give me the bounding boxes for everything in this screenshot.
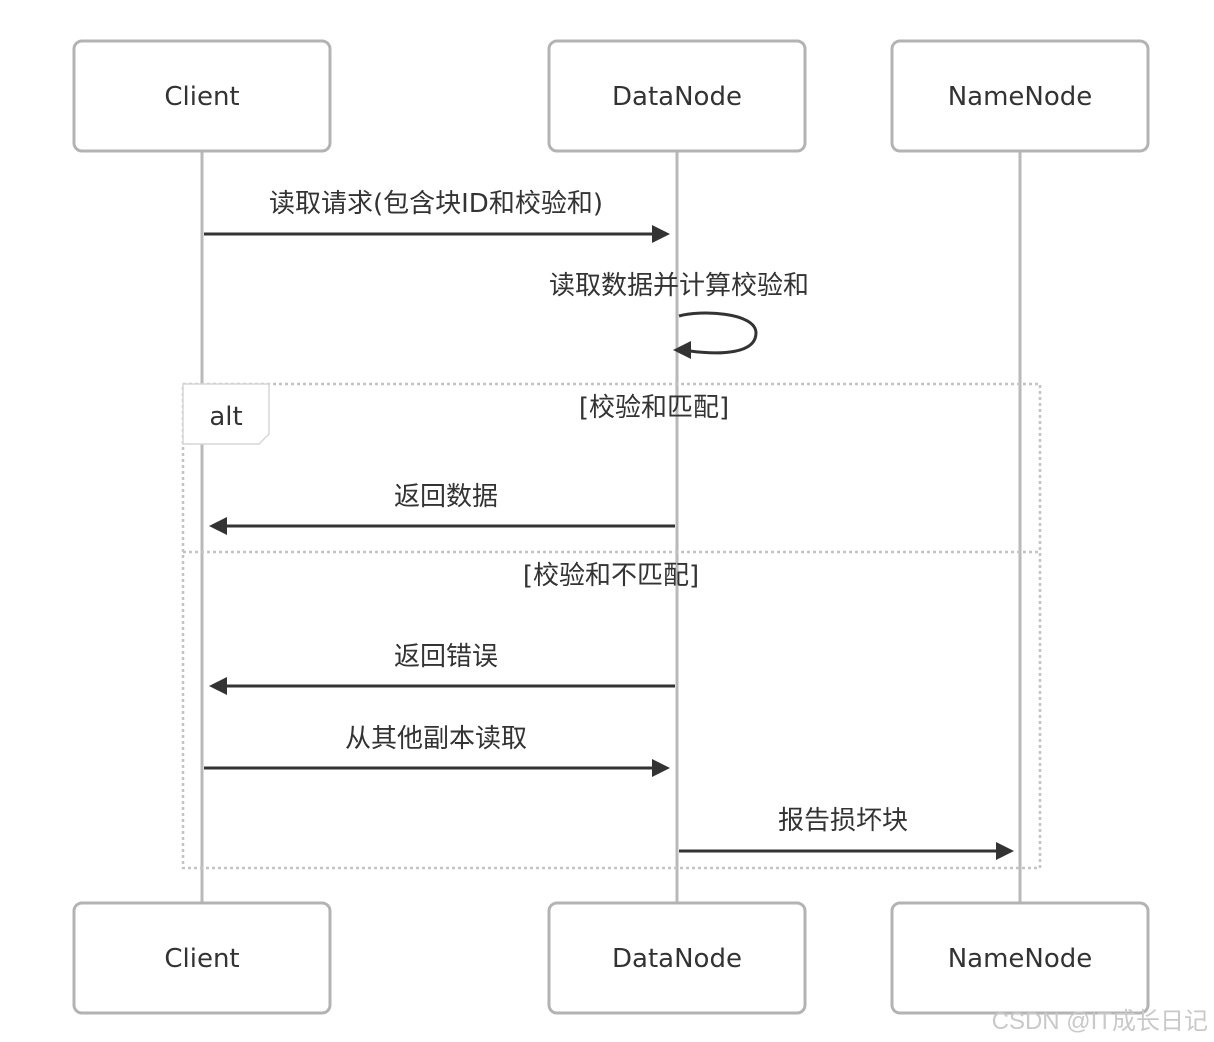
actor-namenode-top: NameNode	[890, 39, 1150, 153]
actor-label: NameNode	[948, 944, 1093, 974]
arrow-head-icon	[209, 517, 227, 535]
alt-condition-mismatch: [校验和不匹配]	[523, 561, 699, 591]
actor-label: DataNode	[612, 944, 742, 974]
actor-label: DataNode	[612, 82, 742, 112]
message-self-compute-checksum: 读取数据并计算校验和	[549, 271, 809, 359]
message-label: 读取请求(包含块ID和校验和)	[269, 189, 603, 219]
message-return-error: 返回错误	[209, 642, 675, 695]
message-label: 读取数据并计算校验和	[549, 271, 809, 301]
alt-frame-tag	[182, 383, 270, 445]
message-label: 报告损坏块	[778, 806, 908, 836]
alt-frame-label: alt	[209, 402, 242, 432]
alt-condition-match: [校验和匹配]	[579, 393, 729, 423]
arrow-head-icon	[652, 759, 670, 777]
actor-datanode-top: DataNode	[547, 39, 807, 153]
arrow-head-icon	[673, 341, 691, 359]
actor-datanode-bottom: DataNode	[547, 901, 807, 1015]
actor-client-top: Client	[72, 39, 332, 153]
arrow-head-icon	[209, 677, 227, 695]
watermark: CSDN @IT成长日记	[991, 1008, 1208, 1035]
message-label: 从其他副本读取	[345, 724, 527, 754]
actor-label: NameNode	[948, 82, 1093, 112]
message-return-data: 返回数据	[209, 482, 675, 535]
message-read-request: 读取请求(包含块ID和校验和)	[204, 189, 670, 243]
actor-label: Client	[164, 82, 239, 112]
message-label: 返回数据	[394, 482, 498, 512]
alt-frame	[181, 382, 1042, 870]
actor-client-bottom: Client	[72, 901, 332, 1015]
message-report-bad-block: 报告损坏块	[679, 806, 1014, 860]
actor-namenode-bottom: NameNode	[890, 901, 1150, 1015]
arrow-head-icon	[996, 842, 1014, 860]
message-read-other-replica: 从其他副本读取	[204, 724, 670, 777]
arrow-head-icon	[652, 225, 670, 243]
actor-label: Client	[164, 944, 239, 974]
message-label: 返回错误	[394, 642, 498, 672]
